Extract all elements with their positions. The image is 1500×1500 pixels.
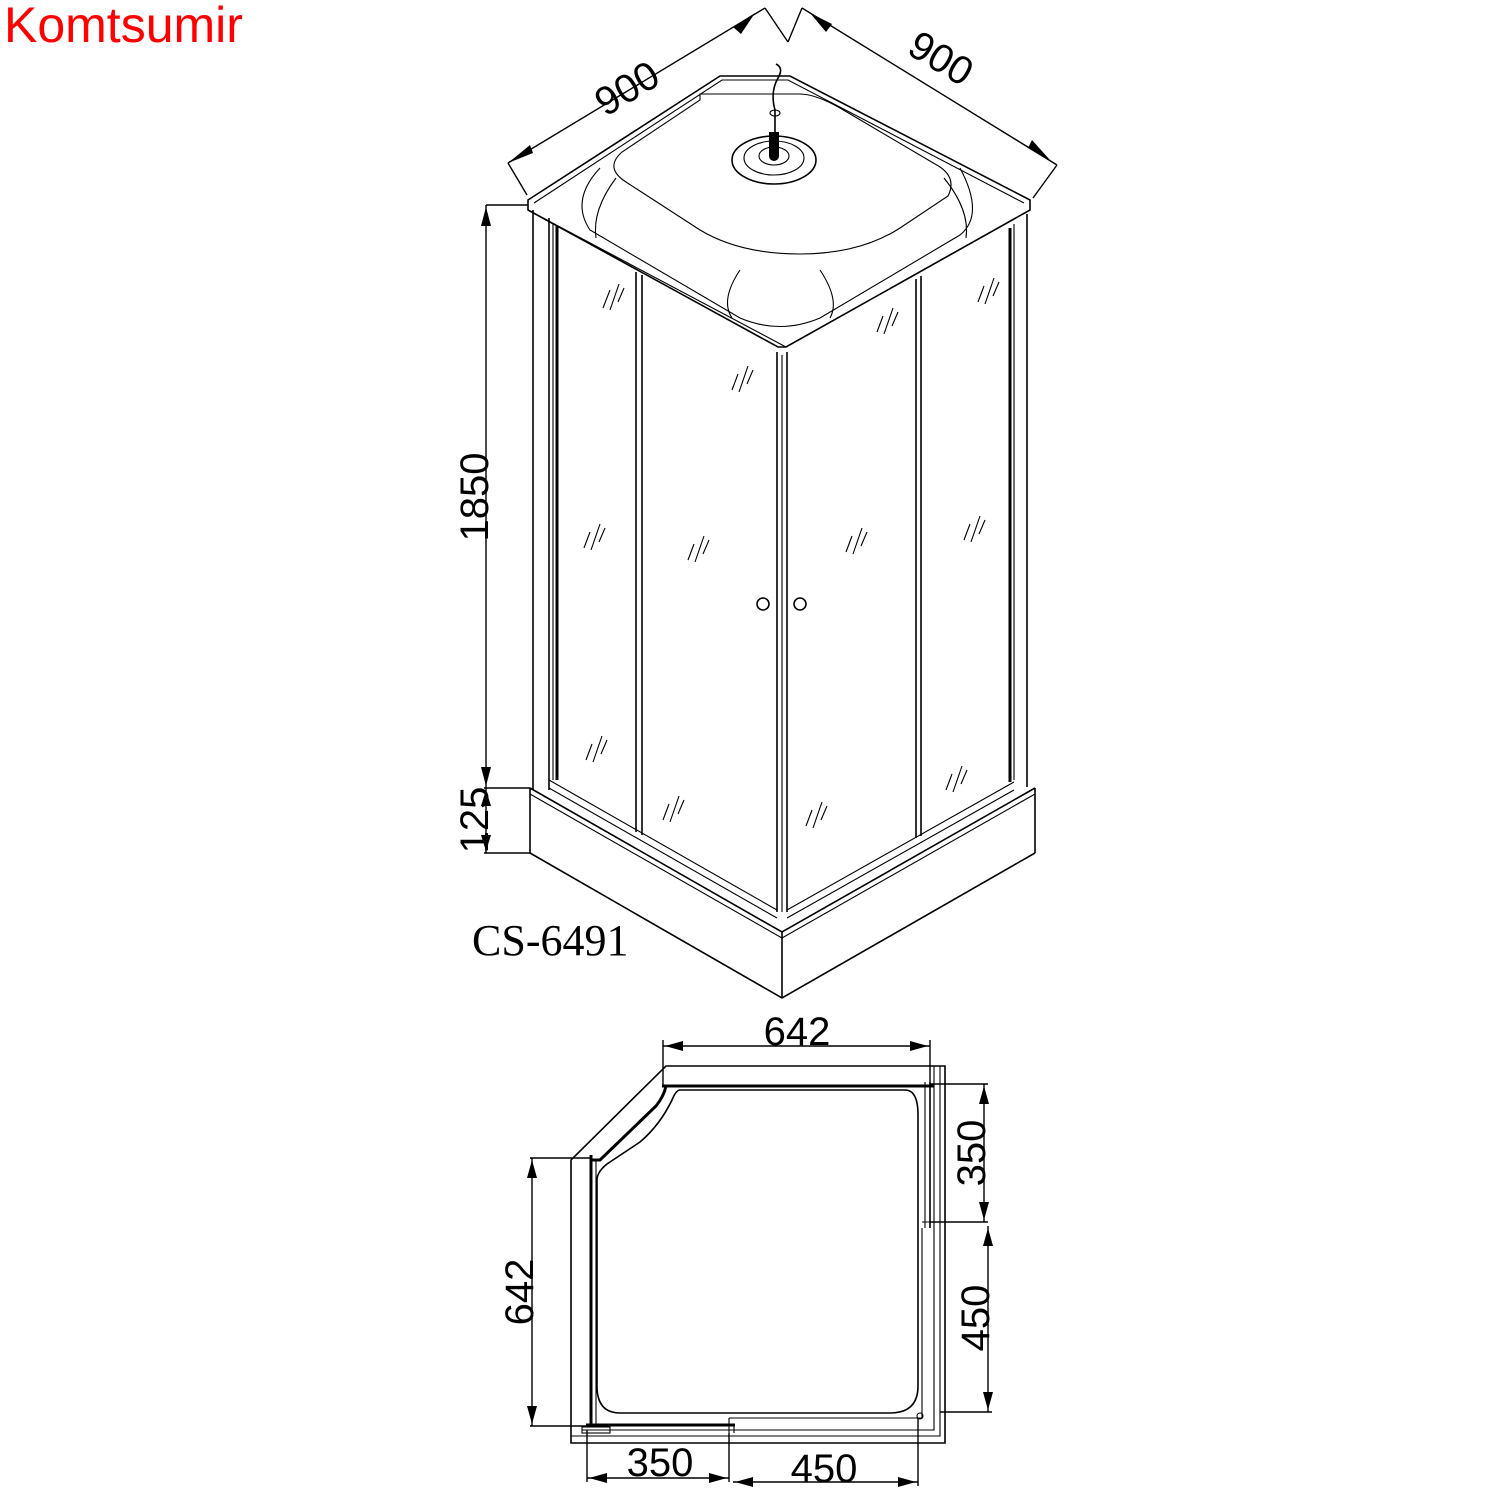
door-knob-right-icon	[793, 597, 807, 611]
svg-text:125: 125	[453, 787, 497, 854]
dimension-plan-left: 642	[498, 1157, 591, 1427]
dimension-width-left: 900	[507, 7, 789, 196]
dimension-plan-right-upper: 350	[930, 1083, 994, 1223]
dimension-plan-top: 642	[662, 1010, 931, 1086]
glass-reflection-icons	[583, 277, 1000, 829]
svg-text:900: 900	[587, 53, 667, 125]
svg-text:642: 642	[764, 1010, 831, 1054]
door-knob-left-icon	[756, 597, 770, 611]
dimension-plan-bottom-right: 450	[733, 1418, 919, 1491]
brand-logo-text: Komtsumir	[4, 0, 243, 53]
svg-text:642: 642	[498, 1259, 542, 1326]
svg-text:350: 350	[950, 1120, 994, 1187]
right-wall	[786, 214, 1028, 919]
svg-text:1850: 1850	[453, 453, 497, 542]
plan-view: 642 642 350 450	[498, 1010, 998, 1491]
shower-hose-icon	[772, 63, 782, 133]
dimension-plan-bottom-left: 350	[586, 1430, 730, 1485]
dimension-height-tray: 125	[453, 787, 530, 854]
roof	[527, 63, 1031, 348]
dimension-width-right: 900	[787, 7, 1058, 199]
dimension-height-cabin: 1850	[453, 204, 528, 788]
dimension-plan-right-lower: 450	[940, 1226, 998, 1413]
svg-text:900: 900	[901, 23, 981, 95]
model-number: CS-6491	[472, 916, 628, 965]
elevation-view: 900 900 1850 125 CS-6	[453, 7, 1058, 999]
svg-text:350: 350	[627, 1441, 694, 1485]
left-wall	[532, 210, 783, 919]
svg-text:450: 450	[954, 1285, 998, 1352]
svg-text:450: 450	[791, 1447, 858, 1491]
shower-tray	[529, 787, 1036, 999]
